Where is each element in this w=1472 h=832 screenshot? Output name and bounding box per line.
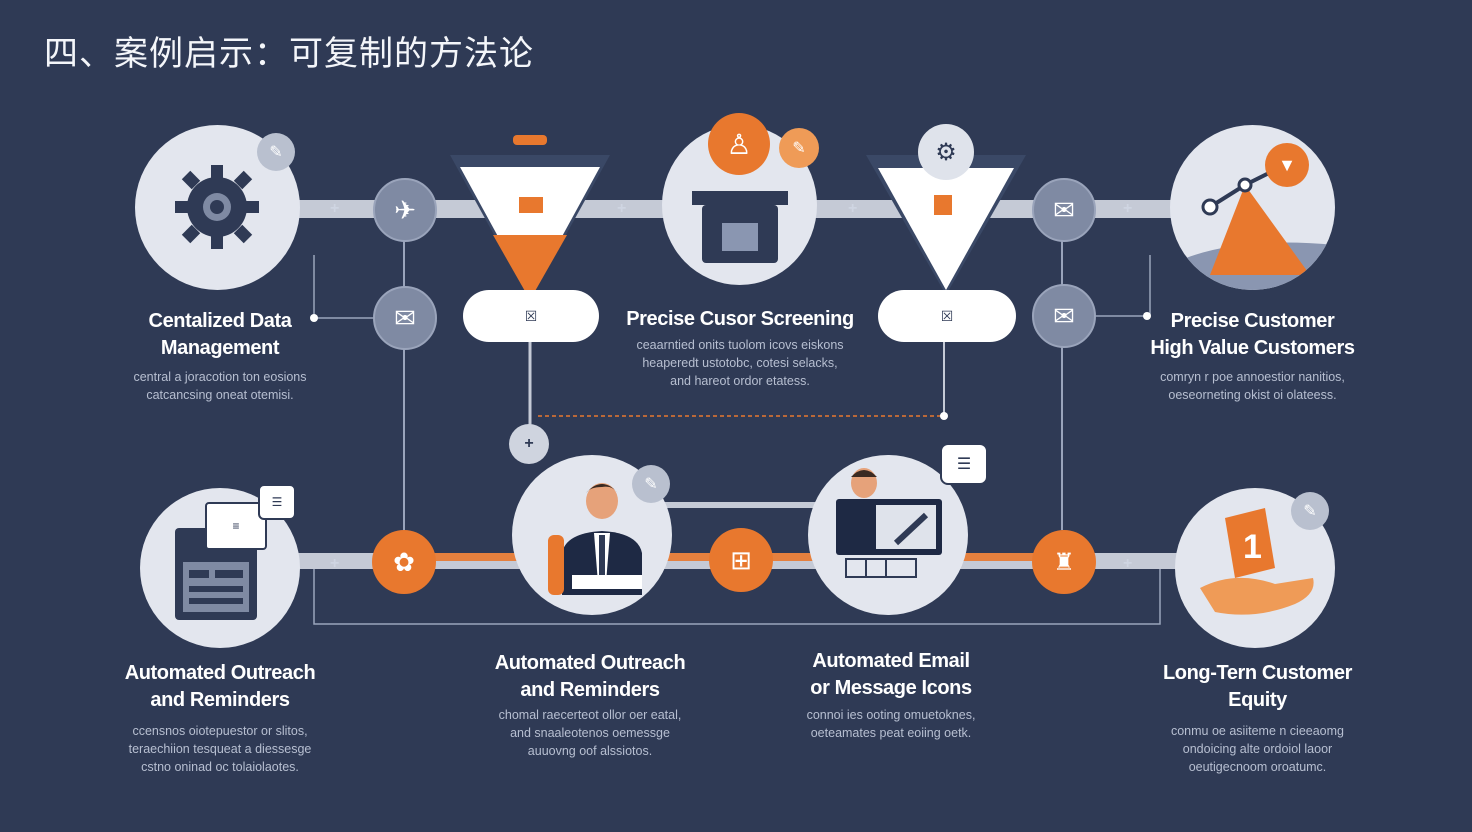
businessman-icon	[548, 483, 642, 595]
step-description: ccensnos oiotepuestor or slitos, teraech…	[128, 724, 312, 774]
funnel-icon	[450, 135, 610, 300]
step-description: chomal raecerteot ollor oer eatal, and s…	[498, 708, 682, 758]
plus-button: +	[509, 424, 549, 464]
chart-icon	[1170, 163, 1335, 290]
plus-marker: +	[330, 555, 340, 572]
dashboard-icon	[175, 528, 257, 620]
plus-marker: +	[848, 200, 858, 217]
mail-icon: ✉	[373, 286, 437, 350]
step-description: connoi ies ooting omuetoknes, oeteamates…	[806, 708, 976, 740]
mail-icon: ✉	[1032, 178, 1096, 242]
node-equity: 1 ✎	[1175, 488, 1335, 648]
plus-marker: +	[1123, 200, 1133, 217]
plus-marker: +	[617, 200, 627, 217]
step-label: Precise Cusor Screening	[626, 308, 854, 330]
presentation-icon	[836, 468, 942, 578]
flower-icon: ✿	[372, 530, 436, 594]
step-description: conmu oe asiiteme n cieeaomg ondoicing a…	[1170, 724, 1344, 774]
hand-icon: 1	[1200, 508, 1314, 615]
funnel-output-pill: ☒	[463, 290, 599, 342]
document-icon: ≡	[205, 502, 267, 550]
gift-icon: ⊞	[709, 528, 773, 592]
node-high-value: ▼	[1170, 125, 1335, 290]
plus-marker: +	[1123, 555, 1133, 572]
chat-icon: ☰	[258, 484, 296, 520]
node-outreach-2: ✎	[512, 455, 672, 615]
arrow-down-icon: ▼	[1265, 143, 1309, 187]
plus-marker: +	[330, 200, 340, 217]
figure-icon: ♙	[708, 113, 770, 175]
pen-badge-icon: ✎	[257, 133, 295, 171]
funnel-icon	[866, 155, 1026, 295]
step-description: comryn r poe annoestior nanitios, oeseor…	[1160, 370, 1345, 402]
svg-text:1: 1	[1243, 528, 1262, 566]
node-screening	[662, 125, 817, 285]
funnel-output-pill: ☒	[878, 290, 1016, 342]
node-data-management: ✎	[135, 125, 300, 290]
pen-badge-icon: ✎	[779, 128, 819, 168]
chat-icon: ☰	[940, 443, 988, 485]
trophy-icon: ♜	[1032, 530, 1096, 594]
mail-icon: ✉	[1032, 284, 1096, 348]
node-outreach-1: ≡ ☰	[140, 484, 300, 648]
gear-icon	[175, 165, 259, 249]
step-description: central a joracotion ton eosions catcanc…	[133, 370, 307, 402]
pen-badge-icon: ✎	[1291, 492, 1329, 530]
plane-icon: ✈	[373, 178, 437, 242]
pen-badge-icon: ✎	[632, 465, 670, 503]
robot-icon: ⚙	[918, 124, 974, 180]
step-description: ceaarntied onits tuolom icovs eiskons he…	[636, 338, 844, 388]
page-title: 四、案例启示：可复制的方法论	[44, 34, 534, 74]
box-icon	[692, 191, 788, 263]
